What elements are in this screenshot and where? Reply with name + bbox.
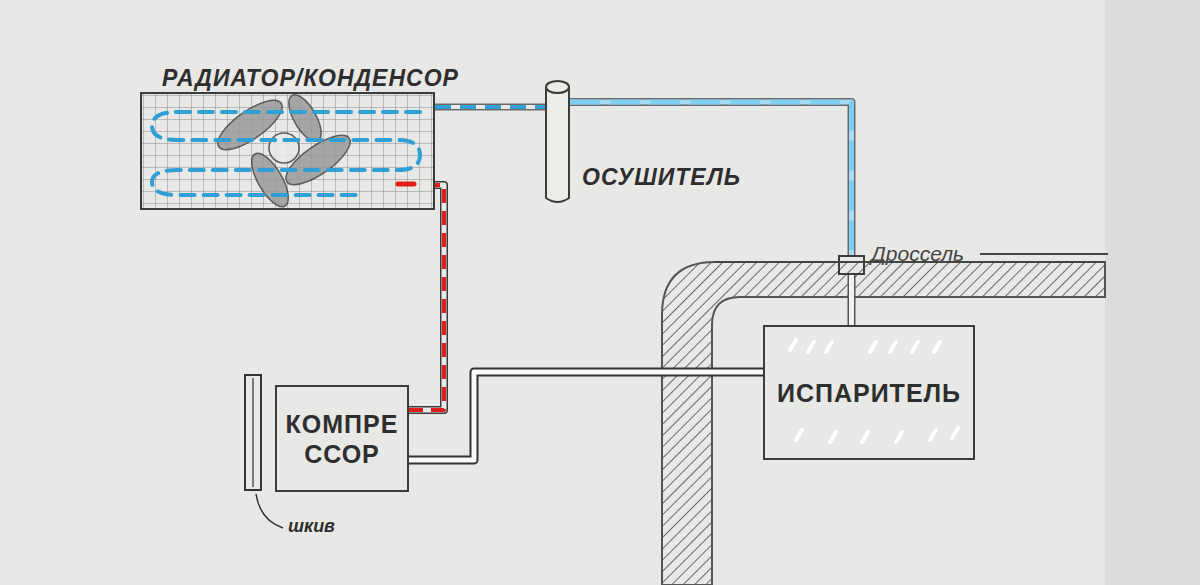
pipe-stroke — [570, 102, 852, 255]
condenser-box: РАДИАТОР/КОНДЕНСОР — [140, 92, 435, 210]
pulley-groove — [252, 378, 254, 487]
throttle-valve: Дроссель — [838, 255, 865, 275]
leader-line — [980, 253, 1108, 255]
node-label: Дроссель — [871, 242, 964, 266]
pipe-stroke — [409, 185, 444, 410]
pipe-stroke — [435, 105, 545, 109]
pipe-stroke — [570, 102, 852, 255]
cylinder-outline — [545, 80, 570, 205]
node-label: ОСУШИТЕЛЬ — [582, 164, 741, 191]
refrigerant-pipe — [435, 107, 545, 108]
pipe-stroke — [409, 372, 763, 460]
pipe-stroke — [435, 104, 545, 111]
compressor-box: КОМПРЕ ССОР — [275, 385, 409, 492]
pulley-symbol — [245, 375, 261, 490]
pipe-stroke — [435, 105, 545, 109]
pipe-stroke — [409, 372, 763, 460]
pipe-stroke — [849, 275, 854, 325]
pipe-stroke — [570, 102, 852, 255]
pipe-stroke — [848, 275, 856, 325]
refrigerant-pipe — [409, 185, 444, 410]
paper-edge — [1105, 0, 1200, 585]
node-label: ИСПАРИТЕЛЬ — [777, 378, 961, 408]
leader-line — [256, 494, 283, 528]
drier-cylinder: ОСУШИТЕЛЬ — [545, 80, 570, 205]
node-label: КОМПРЕ ССОР — [283, 409, 401, 469]
refrigerant-pipe — [409, 372, 763, 460]
evaporator-box: ИСПАРИТЕЛЬ — [763, 325, 975, 460]
node-label: РАДИАТОР/КОНДЕНСОР — [162, 65, 459, 92]
pipe-stroke — [409, 185, 444, 410]
refrigerant-pipe — [570, 102, 852, 255]
pipe-stroke — [409, 185, 444, 410]
coolant-path — [152, 112, 420, 195]
part-label: шкив — [288, 516, 335, 537]
hot-line-mark — [398, 182, 414, 187]
refrigerant-pipe — [851, 275, 852, 325]
firewall — [662, 262, 1105, 585]
